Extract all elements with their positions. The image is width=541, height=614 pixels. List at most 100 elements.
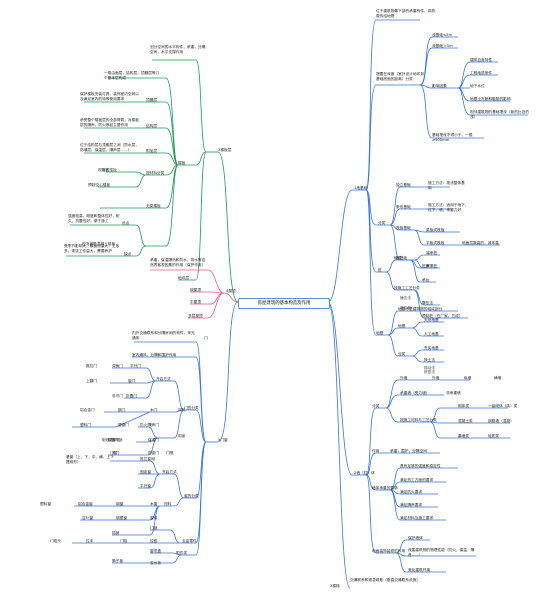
node-disadvantages-desc[interactable]: 受季节影响大，模板用量大，工序多，现浇工作量大，需要养护 — [64, 244, 120, 253]
node-pile[interactable]: 桩 — [378, 268, 382, 272]
node-wall-bearing[interactable]: 承重墙（受力墙） — [400, 391, 430, 395]
node-door-material[interactable]: 材料 — [178, 408, 186, 412]
node-factor-4[interactable]: 地基土冻胀和融陷的影响 — [470, 97, 511, 101]
node-wall-nonbearing[interactable]: 非承重墙 — [446, 391, 461, 395]
node-door-stop[interactable]: 门吸 — [120, 539, 128, 543]
node-door-purpose[interactable]: 门的用途 — [108, 438, 123, 442]
node-decor-1[interactable]: 保护墙体 — [408, 536, 423, 540]
node-insulated-door[interactable]: 保温门 — [148, 438, 160, 442]
node-decor-3[interactable]: 美化建筑环境 — [408, 568, 431, 572]
node-ground-note[interactable]: 地基不是建筑物的组成部分 — [398, 307, 443, 311]
node-insulated-door-2[interactable]: 保温门 — [108, 438, 120, 442]
node-door-bumper[interactable]: 门碰头 — [50, 539, 62, 543]
node-pile-found[interactable]: 桩基础 — [396, 256, 408, 260]
node-upvc-door[interactable]: 塑钢门 — [118, 423, 130, 427]
node-flat-roof[interactable]: 平屋顶 — [190, 300, 202, 304]
node-revolving-door[interactable]: 旋门 — [128, 379, 136, 383]
node-door-types[interactable]: 门的分类 — [184, 406, 199, 410]
node-compaction[interactable]: 夯实地基 — [424, 346, 439, 350]
node-raft-beam[interactable]: 梁板式筏板 — [426, 228, 445, 232]
node-curtain-box[interactable]: 窗帘盒 — [150, 549, 162, 553]
node-precast[interactable]: 预制桩（在厂家，方成） — [422, 314, 463, 318]
node-hammer[interactable]: 锤击法 — [400, 296, 412, 300]
node-end-bearing[interactable]: 端承桩 — [426, 251, 438, 255]
node-window-role[interactable]: 室内通风，分隔和围护作用 — [132, 353, 177, 357]
node-spring-door[interactable]: 弹簧门 — [112, 364, 124, 368]
node-wall-req[interactable]: 墙体承重的要求 — [372, 486, 398, 490]
node-door-use[interactable]: 用途 — [178, 434, 186, 438]
node-squeeze[interactable]: 挤密法 — [424, 370, 436, 374]
node-window-sash[interactable]: 窗扇 — [150, 516, 158, 520]
node-pile-body[interactable]: 桩身 — [422, 264, 430, 268]
node-wood-window[interactable]: 木窗 — [150, 502, 158, 506]
node-wall-longitudinal[interactable]: 纵墙 — [464, 376, 472, 380]
node-window-sill[interactable]: 窗台板 — [150, 561, 162, 565]
node-accessories[interactable]: 附件类 — [176, 551, 188, 555]
node-wall-transverse[interactable]: 横墙 — [494, 376, 502, 380]
node-floor-slab[interactable]: 楼板 — [178, 161, 186, 165]
branch-wall[interactable]: 2墙（柱）体 — [354, 471, 375, 475]
node-additional-desc[interactable]: 位于结构层与顶棚层之间（防水层，防潮层，保温层，隔声层……） — [80, 143, 139, 152]
node-folding-door[interactable]: 折叠门 — [126, 394, 138, 398]
node-alu-door[interactable]: 铝合金门 — [80, 408, 95, 412]
node-door-label[interactable]: 门 — [204, 336, 208, 340]
node-ground-kind[interactable]: 地基 — [398, 324, 406, 328]
node-slide-window[interactable]: 推拉窗 — [140, 457, 152, 461]
node-foundation-types[interactable]: 分类 — [378, 221, 386, 225]
node-window-material[interactable]: 材料 — [164, 502, 172, 506]
node-multi-roof[interactable]: 多层屋顶 — [188, 314, 203, 318]
node-deep[interactable]: 深基础＞5m — [432, 44, 453, 48]
node-pile-parts[interactable]: 组成 — [394, 256, 402, 260]
node-window-types[interactable]: 窗的分类 — [184, 494, 199, 498]
node-door-role[interactable]: 内外交通联系和分隔房间的构件，采光通风 — [132, 331, 195, 340]
node-masonry[interactable]: 砌体类 — [458, 404, 470, 408]
node-wall-types[interactable]: 分类 — [372, 404, 380, 408]
branch-foundation[interactable]: 1地基础 — [354, 186, 368, 190]
node-min-depth[interactable]: 基础埋深不得小于，一般≥500mm — [432, 133, 473, 142]
node-isolated-note[interactable]: 施工方法：现浇整体基础 — [428, 181, 465, 190]
node-wall-exterior[interactable]: 外墙 — [400, 376, 408, 380]
node-advantages-desc[interactable]: 强度较高，刚度和整体性好，耐久，抗震性好，便于施工 — [68, 214, 120, 223]
node-plastic-window[interactable]: 塑料窗 — [40, 502, 52, 506]
node-concrete[interactable]: 混凝土类 — [458, 419, 473, 423]
branch-doors[interactable]: 5门窗 — [218, 438, 228, 442]
node-handle[interactable]: 拉手 — [86, 539, 94, 543]
node-door-frame[interactable]: 门框 — [166, 451, 174, 455]
node-req-3[interactable]: 满足防火要求 — [400, 490, 423, 494]
node-swing-door[interactable]: 平开门 — [130, 364, 142, 368]
node-roof-role[interactable]: 承重，保温隔热和防水，排水等自然界客观因素的作用（保护作用） — [150, 258, 206, 267]
node-steel-door[interactable]: 钢门 — [118, 408, 126, 412]
node-pile-method[interactable]: 按施工工艺分类 — [394, 286, 420, 290]
node-raft-note[interactable]: 地面层数高的，减本高 — [462, 241, 499, 245]
node-wind-door[interactable]: 风门 — [112, 451, 120, 455]
node-isolated[interactable]: 独立基础 — [396, 183, 411, 187]
node-castinplace[interactable]: 现浇板 — [98, 168, 110, 172]
branch-stairs[interactable]: 3楼梯 — [330, 584, 340, 588]
node-alu-window[interactable]: 铝合金窗 — [78, 502, 93, 506]
node-security-door[interactable]: 防盗门 — [148, 451, 160, 455]
node-req-2[interactable]: 满足热工方面的要求 — [400, 478, 434, 482]
node-ground[interactable]: 地基 — [376, 331, 384, 335]
node-cast[interactable]: 灌注桩 — [400, 306, 412, 310]
node-burial-depth[interactable]: 埋置在深度（室外设计地坪到基础底面的距离）分类 — [376, 72, 424, 81]
node-vibration[interactable]: 振动法 — [424, 366, 436, 370]
node-wall-exterior-2[interactable]: 外墙 — [432, 376, 440, 380]
node-raft[interactable]: 筏板基础 — [396, 226, 411, 230]
node-plate-slab[interactable]: 板式楼板 — [102, 168, 117, 172]
node-advantages[interactable]: 优点 — [122, 221, 130, 225]
node-factor-3[interactable]: 地下水位 — [470, 84, 485, 88]
node-wood-door[interactable]: 木门 — [150, 408, 158, 412]
node-plastic-door[interactable]: 塑料门 — [80, 423, 92, 427]
node-window-opening[interactable]: 开启方式 — [162, 470, 177, 474]
node-door-opening[interactable]: 开启方式 — [156, 377, 171, 381]
node-replace[interactable]: 换土法 — [424, 358, 436, 362]
node-structural[interactable]: 结构层 — [146, 124, 158, 128]
node-hardware[interactable]: 五金零件 — [182, 539, 197, 543]
root-node[interactable]: 房屋建筑的基本构造及作用 — [238, 298, 330, 309]
node-bolt[interactable]: 插销 — [112, 531, 120, 535]
node-hung-window[interactable]: 悬窗（上，下，中，横，上下摆扇形） — [66, 455, 114, 464]
node-wall-decor[interactable]: 地面装饰装修的作用 — [372, 549, 406, 553]
node-flat-slab[interactable]: 无梁楼板 — [146, 204, 161, 208]
node-ground-types[interactable]: 分类 — [398, 352, 406, 356]
node-floor-layers[interactable]: 一般由面层，结构层，顶棚层等几个基本层构成 — [104, 71, 160, 80]
